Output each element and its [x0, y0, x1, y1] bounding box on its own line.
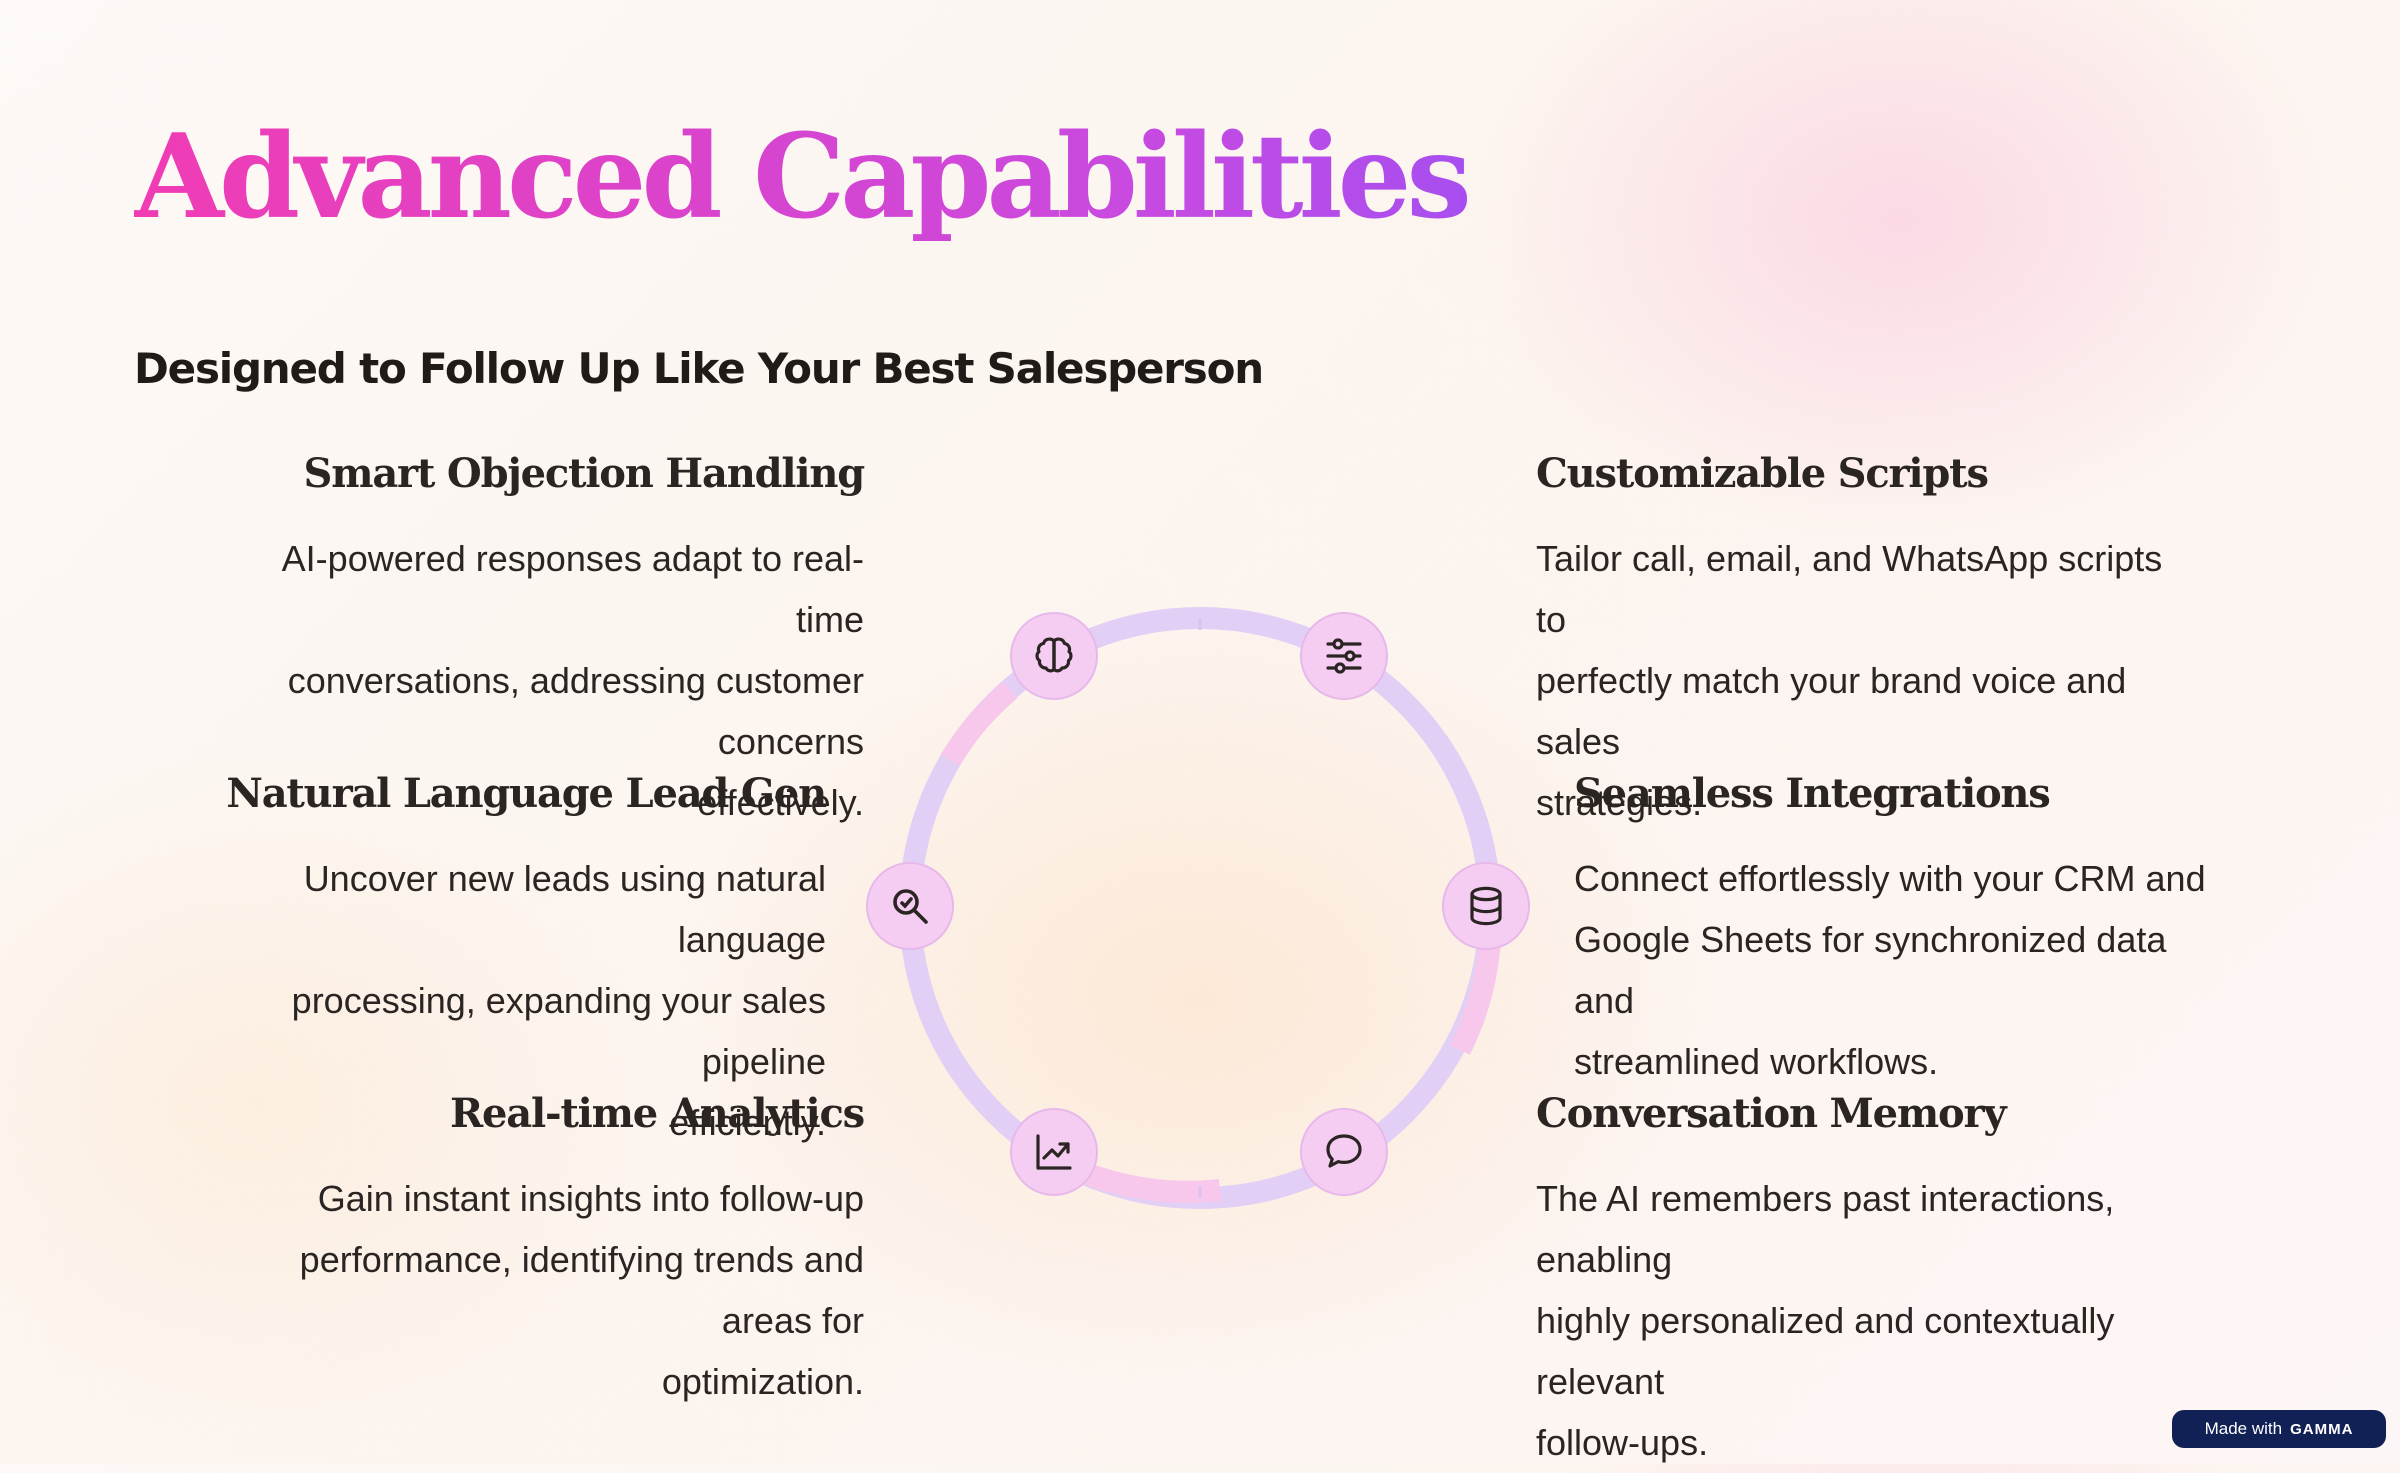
feature-description: Gain instant insights into follow-up per… [299, 1178, 864, 1402]
brain-icon [1010, 612, 1098, 700]
search-icon [866, 862, 954, 950]
feature-natural-language-lead-gen: Natural Language Lead Gen Uncover new le… [186, 768, 827, 1153]
feature-customizable-scripts: Customizable Scripts Tailor call, email,… [1536, 448, 2176, 833]
feature-title: Smart Objection Handling [303, 450, 866, 497]
feature-description: Connect effortlessly with your CRM and G… [1574, 858, 2206, 1082]
feature-title: Natural Language Lead Gen [226, 770, 827, 817]
page-subtitle: Designed to Follow Up Like Your Best Sal… [134, 344, 1264, 393]
feature-description: AI-powered responses adapt to real-time … [281, 538, 864, 823]
feature-title: Conversation Memory [1536, 1090, 2007, 1137]
feature-description: Uncover new leads using natural language… [291, 858, 826, 1143]
feature-smart-objection-handling: Smart Objection Handling AI-powered resp… [224, 448, 866, 833]
feature-conversation-memory: Conversation Memory The AI remembers pas… [1536, 1088, 2176, 1473]
chart-trend-icon [1010, 1108, 1098, 1196]
feature-title: Seamless Integrations [1574, 770, 2051, 817]
feature-seamless-integrations: Seamless Integrations Connect effortless… [1574, 768, 2214, 1092]
feature-description: Tailor call, email, and WhatsApp scripts… [1536, 538, 2163, 823]
capabilities-ring [860, 600, 1540, 1220]
feature-description: The AI remembers past interactions, enab… [1536, 1178, 2115, 1463]
ring-graphic [899, 607, 1502, 1209]
feature-real-time-analytics: Real-time Analytics Gain instant insight… [224, 1088, 866, 1412]
feature-title: Customizable Scripts [1536, 450, 1989, 497]
chat-bubble-icon [1300, 1108, 1388, 1196]
database-icon [1442, 862, 1530, 950]
made-with-gamma-badge[interactable]: Made with GAMMA [2172, 1410, 2386, 1448]
page-title: Advanced Capabilities [134, 108, 1472, 247]
feature-title: Real-time Analytics [450, 1090, 865, 1137]
gamma-logo: GAMMA [2290, 1420, 2354, 1438]
badge-prefix: Made with [2204, 1419, 2283, 1438]
sliders-icon [1300, 612, 1388, 700]
